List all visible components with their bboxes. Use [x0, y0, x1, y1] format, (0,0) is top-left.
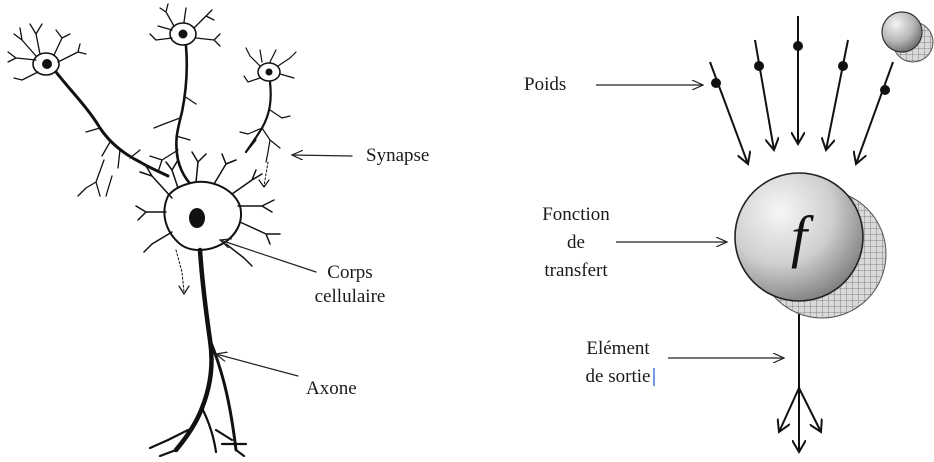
input-arrow-4 — [826, 40, 848, 150]
weight-dot-4 — [838, 61, 848, 71]
axon-label: Axone — [306, 379, 357, 398]
transfer-label-line1: Fonction — [534, 205, 618, 224]
main-neuron — [136, 152, 280, 456]
upstream-neuron-right — [240, 48, 296, 187]
weight-dot-1 — [711, 78, 721, 88]
cell-body-label-line2: cellulaire — [300, 287, 400, 306]
cell-body-label-line1: Corps — [300, 263, 400, 282]
upstream-neuron-left — [8, 24, 168, 196]
transfer-label-line2: de — [534, 233, 618, 252]
input-arrow-1 — [710, 62, 748, 164]
upstream-nucleus-left — [42, 59, 52, 69]
synapse-pointer — [292, 155, 352, 156]
weight-dot-5 — [880, 85, 890, 95]
synapse-label: Synapse — [366, 146, 429, 165]
output-label-line2: de sortie — [570, 367, 666, 386]
weight-dots — [711, 41, 890, 95]
axon-pointer — [216, 354, 298, 376]
weight-dot-3 — [793, 41, 803, 51]
weights-label: Poids — [524, 75, 566, 94]
transfer-label-line3: transfert — [534, 261, 618, 280]
upstream-nucleus-center — [179, 30, 188, 39]
output-label-line1: Elément — [570, 339, 666, 358]
input-arrows — [710, 16, 893, 164]
cell-nucleus — [189, 208, 205, 228]
output-arrows — [779, 300, 821, 452]
weight-dot-2 — [754, 61, 764, 71]
biological-neuron — [8, 4, 352, 456]
input-arrow-2 — [755, 40, 774, 150]
upstream-nucleus-right — [266, 69, 273, 76]
output-arrow-right — [799, 388, 821, 432]
small-sphere — [882, 12, 922, 52]
output-arrow-left — [779, 388, 799, 432]
input-arrow-5 — [856, 62, 893, 164]
upstream-neuron-center — [150, 4, 220, 190]
